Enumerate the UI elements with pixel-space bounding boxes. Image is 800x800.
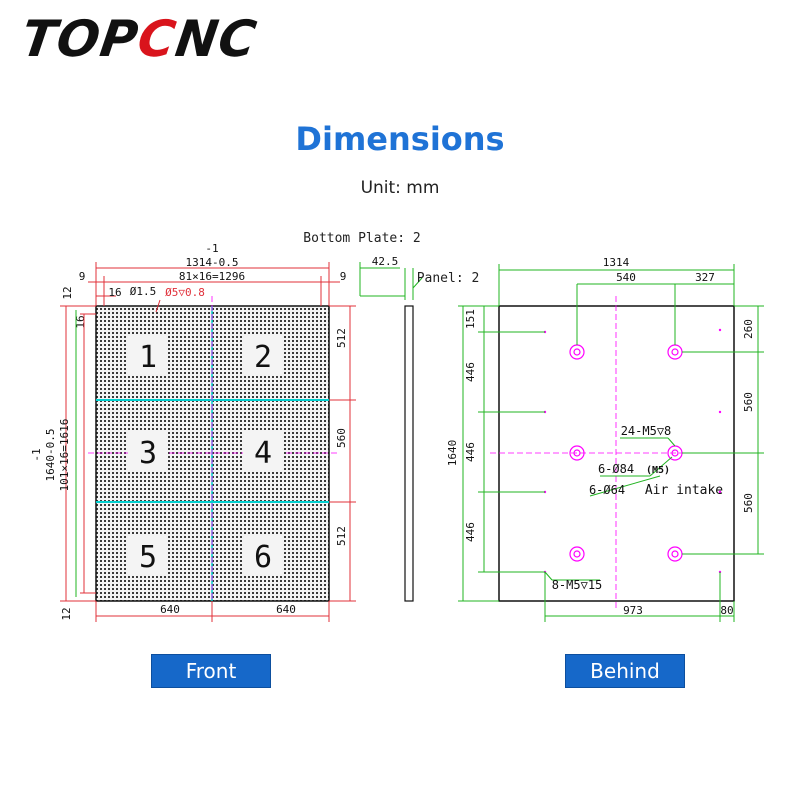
page-title: Dimensions xyxy=(295,120,505,158)
front-edge-right: 9 xyxy=(340,270,347,283)
behind-d64: 6-Ø64 xyxy=(589,483,625,497)
zone-4: 4 xyxy=(243,430,283,471)
behind-view: 1314 540 327 151 446 446 446 1640 260 56… xyxy=(446,256,764,622)
side-thickness: 42.5 xyxy=(372,255,399,268)
behind-d973: 973 xyxy=(623,604,643,617)
behind-m5b: (M5) xyxy=(646,465,670,476)
air-intake-label: Air intake xyxy=(645,483,723,498)
front-hole-red: Ø5▽0.8 xyxy=(165,286,205,299)
front-zone-h1: 512 xyxy=(335,328,348,348)
behind-d151: 151 xyxy=(464,309,477,329)
front-tol-top: -1 xyxy=(205,242,218,255)
front-zone-h3: 512 xyxy=(335,526,348,546)
behind-d446c: 446 xyxy=(464,522,477,542)
front-hole: Ø1.5 xyxy=(130,285,157,298)
zone-3: 3 xyxy=(128,430,168,471)
behind-d446a: 446 xyxy=(464,362,477,382)
behind-d446b: 446 xyxy=(464,442,477,462)
behind-m5c: 8-M5▽15 xyxy=(552,578,603,592)
bottom-plate-label: Bottom Plate: 2 xyxy=(303,231,420,246)
behind-d540: 540 xyxy=(616,271,636,284)
zone-2: 2 xyxy=(243,334,283,375)
behind-tag: Behind xyxy=(565,654,685,688)
front-half-w1: 640 xyxy=(160,603,180,616)
front-view: 1 2 3 4 5 6 -1 1314-0.5 81×16=1296 9 9 1… xyxy=(30,242,356,622)
side-view: 42.5 Bottom Plate: 2 Panel: 2 xyxy=(303,231,480,602)
front-zone-h2: 560 xyxy=(335,428,348,448)
behind-m5: 24-M5▽8 xyxy=(621,424,672,438)
front-top-12: 12 xyxy=(61,286,74,299)
svg-text:4: 4 xyxy=(254,436,272,471)
zone-5: 5 xyxy=(128,534,168,575)
behind-width: 1314 xyxy=(603,256,630,269)
unit-label: Unit: mm xyxy=(360,178,440,198)
front-pitch-h: 81×16=1296 xyxy=(179,270,245,283)
zone-1: 1 xyxy=(128,334,168,375)
behind-height: 1640 xyxy=(446,440,459,467)
behind-d80: 80 xyxy=(720,604,733,617)
behind-d560a: 560 xyxy=(742,392,755,412)
behind-d84: 6-Ø84 xyxy=(598,462,634,476)
behind-d260: 260 xyxy=(742,319,755,339)
front-width: 1314-0.5 xyxy=(186,256,239,269)
svg-text:6: 6 xyxy=(254,540,272,575)
front-tol-left: -1 xyxy=(30,448,43,461)
front-edge-left: 9 xyxy=(79,270,86,283)
front-tag: Front xyxy=(151,654,271,688)
behind-d560b: 560 xyxy=(742,493,755,513)
front-height: 1640-0.5 xyxy=(44,429,57,482)
front-half-w2: 640 xyxy=(276,603,296,616)
front-off-16a: 16 xyxy=(108,286,121,299)
behind-d327: 327 xyxy=(695,271,715,284)
zone-6: 6 xyxy=(243,534,283,575)
svg-text:2: 2 xyxy=(254,340,272,375)
svg-text:3: 3 xyxy=(139,436,157,471)
svg-text:1: 1 xyxy=(139,340,157,375)
panel-label: Panel: 2 xyxy=(417,271,480,286)
side-panel xyxy=(404,305,414,602)
front-pitch-v: 101×16=1616 xyxy=(58,419,71,492)
front-bot-12: 12 xyxy=(60,607,73,620)
svg-text:5: 5 xyxy=(139,540,157,575)
